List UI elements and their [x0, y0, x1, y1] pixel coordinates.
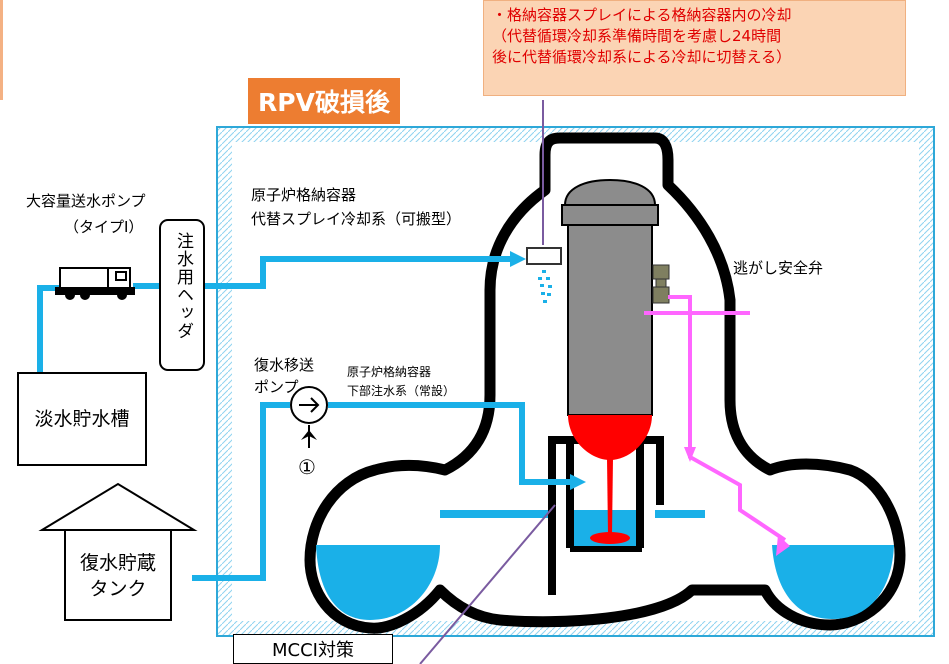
header-label: 注水用ヘッダ	[173, 232, 193, 340]
callout-line-2: （代替循環冷却系準備時間を考慮し24時間	[492, 27, 782, 45]
rpv	[561, 178, 659, 460]
left-pool	[316, 545, 440, 620]
condensate-pump-line2: ポンプ	[254, 378, 299, 396]
condensate-pump-symbol	[290, 386, 328, 448]
spray-flow-arrow	[510, 251, 526, 267]
storage-tank-label: 復水貯蔵 タンク	[65, 538, 171, 614]
spray-system-line1: 原子炉格納容器	[251, 186, 357, 204]
storage-tank-line1: 復水貯蔵	[79, 552, 156, 574]
truck-pump	[55, 267, 135, 300]
lower-injection-arrow	[570, 474, 586, 490]
pump-type: （タイプI）	[64, 218, 144, 236]
injection-header-box	[159, 219, 205, 371]
srv-discharge-arrowhead	[684, 447, 696, 462]
spray-nozzle	[526, 247, 562, 265]
storage-tank-line2: タンク	[89, 578, 147, 600]
spray-cooling-callout: ・格納容器スプレイによる格納容器内の冷却 （代替循環冷却系準備時間を考慮し24時…	[483, 0, 906, 96]
storage-tank-box	[64, 529, 172, 621]
spray-droplets	[538, 270, 552, 303]
spray-system-line2: 代替スプレイ冷却系（可搬型）	[251, 210, 462, 228]
pump-name: 大容量送水ポンプ	[26, 192, 146, 210]
callout-line-1: ・格納容器スプレイによる格納容器内の冷却	[492, 6, 792, 24]
srv-discharge-arrow	[776, 535, 790, 556]
right-pool	[772, 545, 894, 619]
corium-stream	[607, 458, 613, 535]
pump-marker: ①	[298, 455, 316, 479]
pedestal-floor	[570, 546, 642, 552]
stage-label: RPV破損後	[248, 78, 400, 124]
srv-valve	[652, 264, 670, 304]
srv-discharge-line	[644, 295, 787, 542]
callout-line-3: 後に代替循環冷却系による冷却に切替える）	[492, 48, 792, 66]
freshwater-tank-box	[17, 372, 147, 466]
lower-injection-line2: 下部注水系（常設）	[347, 384, 456, 398]
mcci-label: MCCI対策	[233, 634, 393, 664]
mcci-leader	[419, 504, 556, 664]
storage-tank-roof	[38, 482, 198, 531]
suppression-water-right	[655, 510, 705, 518]
edge-mark	[0, 0, 3, 100]
corium-pool	[590, 532, 630, 544]
condensate-pump-line1: 復水移送	[254, 356, 315, 374]
lower-injection-line1: 原子炉格納容器	[347, 365, 432, 379]
relief-valve-label: 逃がし安全弁	[733, 259, 824, 277]
freshwater-tank-label: 淡水貯水槽	[34, 408, 130, 430]
suppression-water-left	[440, 510, 555, 518]
